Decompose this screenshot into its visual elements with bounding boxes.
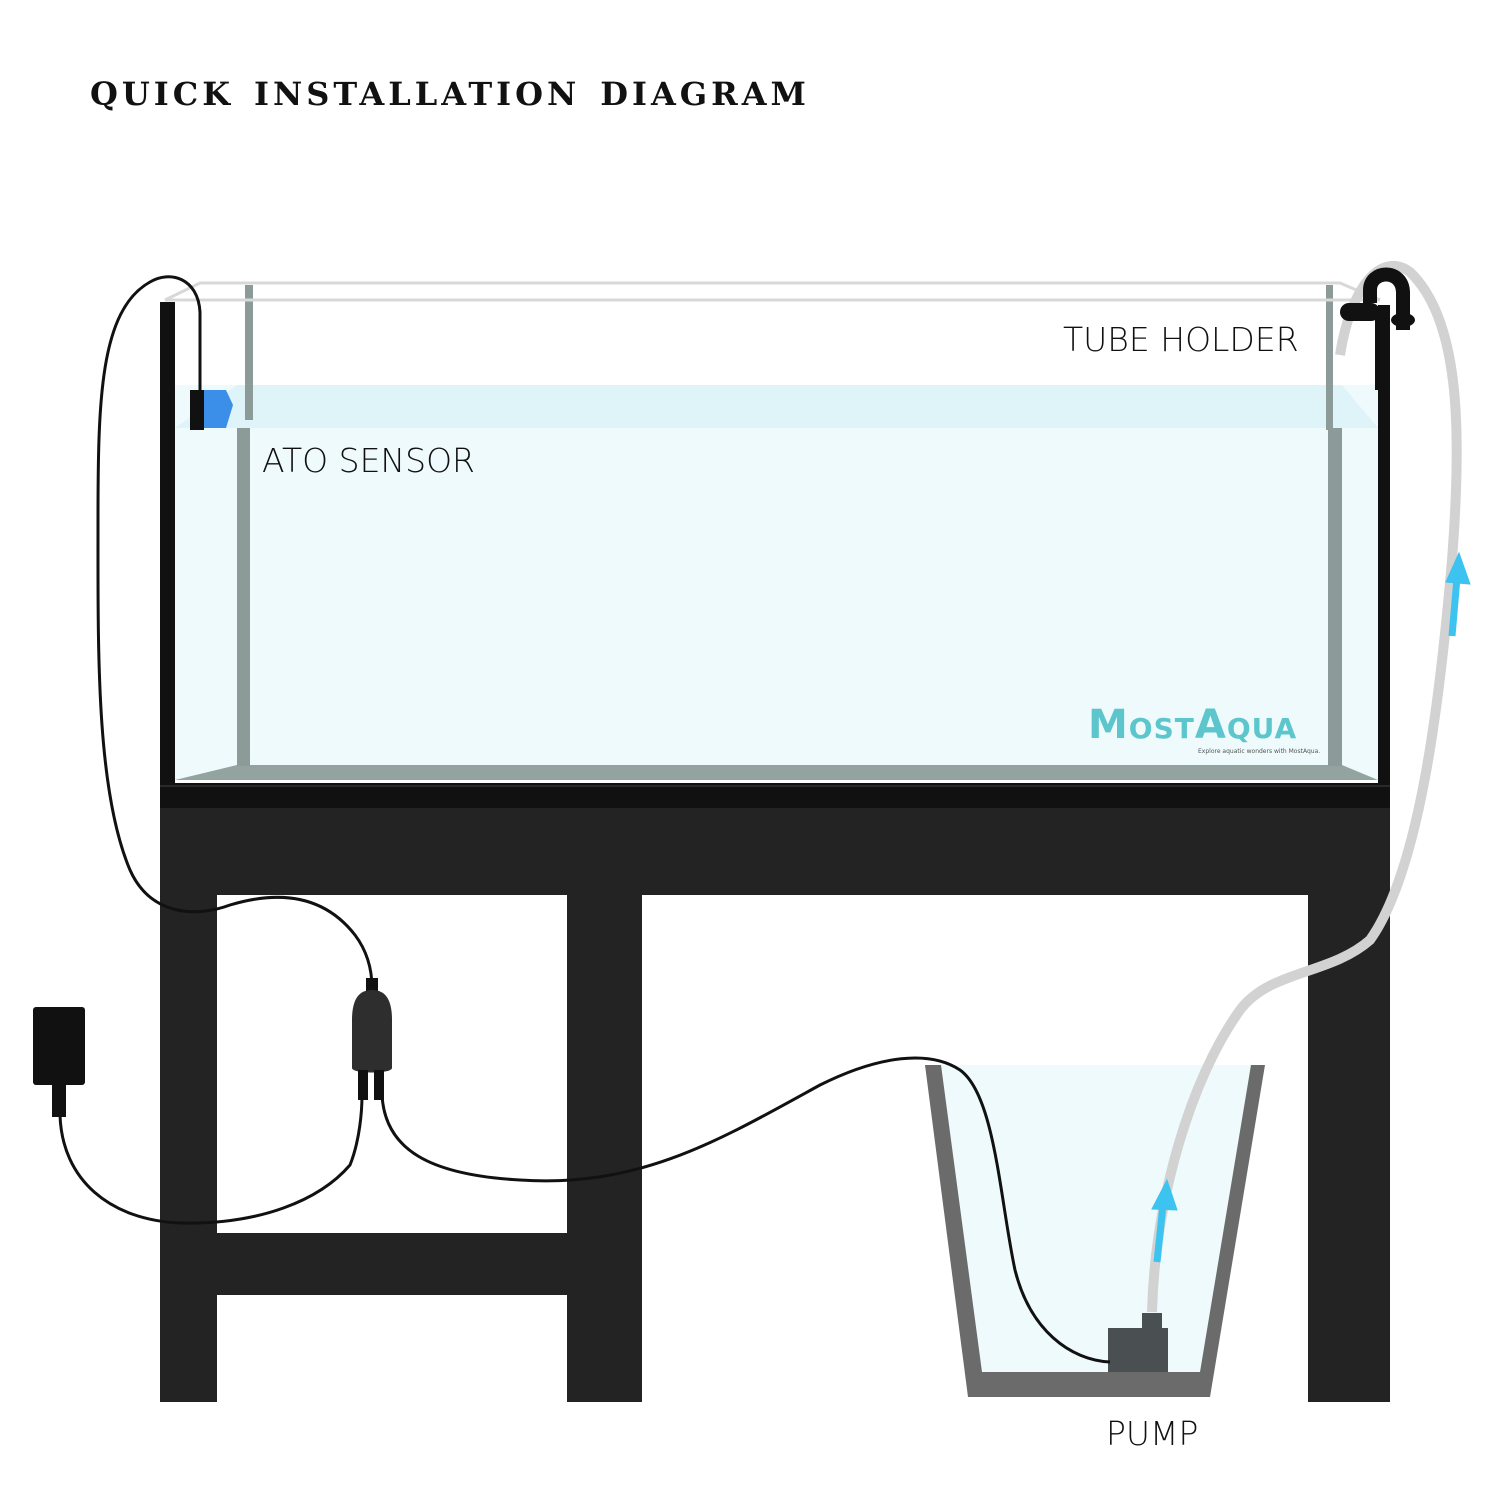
- ato-sensor: [190, 390, 233, 430]
- pump: [1108, 1313, 1168, 1372]
- aquarium-stand: [160, 808, 1390, 1402]
- ato-sensor-label: ATO SENSOR: [262, 441, 475, 480]
- page-title: Quick Installation Diagram: [90, 62, 810, 116]
- flow-arrow-icon: [1151, 551, 1471, 1263]
- ato-controller: [352, 978, 392, 1100]
- brand-logo: MostAqua: [1088, 702, 1298, 748]
- pump-label: PUMP: [1106, 1414, 1199, 1453]
- cables: [58, 275, 1111, 1364]
- tube-holder: [1340, 267, 1415, 390]
- brand-tagline: Explore aquatic wonders with MostAqua.: [1198, 748, 1321, 755]
- tube-holder-label: TUBE HOLDER: [1063, 320, 1299, 359]
- sump-container: [925, 1065, 1265, 1397]
- power-adapter: [33, 1007, 85, 1117]
- water-tubing: [1147, 261, 1462, 1313]
- aquarium-tank: [160, 281, 1390, 808]
